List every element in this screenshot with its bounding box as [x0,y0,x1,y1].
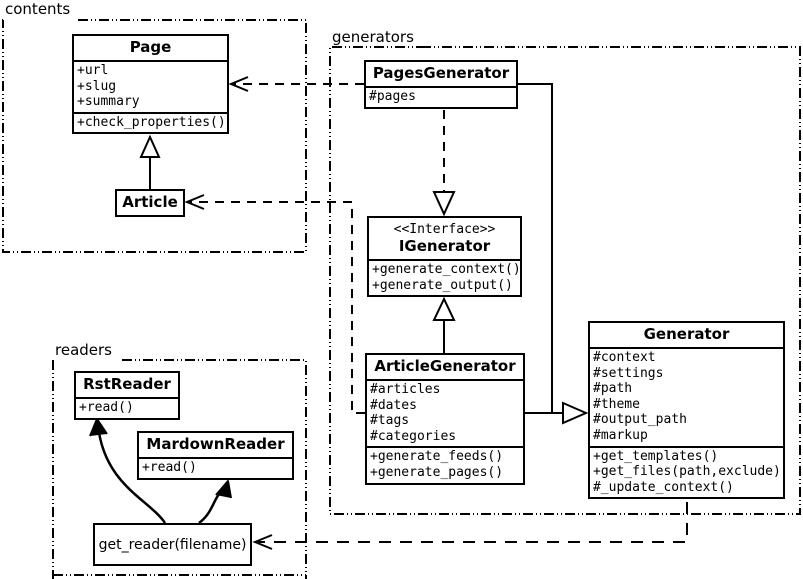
class-generator-attribute: #theme [593,396,640,412]
class-generator-title: Generator [643,325,730,343]
curve-getreader-to-mardownreader-arrowhead [215,480,232,499]
class-generator[interactable]: Generator #context #settings #path #them… [588,321,785,500]
class-rstreader[interactable]: RstReader +read() [74,371,180,420]
dependency-articlegenerator-to-article-arrowhead [184,194,205,210]
class-page-attribute: +summary [77,94,140,110]
class-page-attribute: +slug [77,78,117,94]
class-articlegenerator-method: +generate_pages() [370,464,504,480]
class-page-attributes: +url +slug +summary [74,60,227,112]
class-igenerator-method: +generate_context() [372,262,521,277]
generalization-article-to-page-triangle [139,134,161,158]
class-page-methods: +check_properties() [74,111,227,133]
class-articlegenerator-attributes: #articles #dates #tags #categories [367,379,523,446]
dependency-articlegenerator-to-article-line [190,201,365,414]
class-pagesgenerator-attribute: #pages [369,89,416,104]
class-rstreader-title: RstReader [83,375,171,393]
class-articlegenerator-attribute: #categories [370,428,457,444]
class-pagesgenerator-title: PagesGenerator [372,64,510,82]
class-generator-attribute: #settings [593,365,664,381]
class-generator-attribute: #context [593,350,656,365]
package-border-readers [52,359,307,579]
package-label-generators: generators [332,28,414,46]
association-to-generator-hollow-arrowhead [562,401,589,425]
class-igenerator-methods: +generate_context() +generate_output() [369,259,521,295]
class-rstreader-method: +read() [79,400,134,415]
class-page-method: +check_properties() [77,114,226,130]
dependency-generator-to-getreader-arrowhead [252,534,273,550]
class-rstreader-methods: +read() [76,397,178,418]
class-generator-method: #_update_context() [593,479,734,495]
generalization-articlegenerator-to-igenerator-triangle [432,296,456,321]
package-label-readers: readers [55,341,112,359]
package-border-generators [329,46,801,515]
class-pagesgenerator-attributes: #pages [366,86,516,107]
class-page-attribute: +url [77,63,109,78]
class-igenerator-stereotype: <<Interface>> [393,222,496,237]
package-label-contents: contents [5,0,71,18]
class-article[interactable]: Article [115,189,185,217]
class-mardownreader-methods: +read() [139,457,292,478]
class-generator-attribute: #path [593,381,633,397]
class-mardownreader-title: MardownReader [146,435,285,453]
association-pagesgenerator-to-generator-line [518,83,563,414]
class-page-title: Page [129,38,172,56]
class-articlegenerator-attribute: #tags [370,413,410,429]
class-generator-attribute: #output_path [593,412,687,428]
class-pagesgenerator[interactable]: PagesGenerator #pages [364,60,518,109]
class-articlegenerator[interactable]: ArticleGenerator #articles #dates #tags … [365,353,525,485]
class-igenerator-title: IGenerator [398,237,491,255]
class-igenerator-method: +generate_output() [372,277,513,293]
class-igenerator-header: <<Interface>> IGenerator [369,218,520,259]
class-articlegenerator-attribute: #dates [370,397,417,413]
class-articlegenerator-attribute: #articles [370,382,441,397]
class-articlegenerator-title: ArticleGenerator [374,357,516,375]
class-igenerator[interactable]: <<Interface>> IGenerator +generate_conte… [367,216,522,298]
function-get-reader-label: get_reader(filename) [98,536,247,553]
class-generator-method: +get_templates() [593,448,719,464]
class-mardownreader[interactable]: MardownReader +read() [137,431,294,480]
realization-pagesgenerator-to-igenerator-triangle [432,191,456,217]
class-mardownreader-method: +read() [142,460,197,475]
dependency-generator-to-getreader-line [258,502,688,543]
class-articlegenerator-methods: +generate_feeds() +generate_pages() [367,446,523,482]
class-generator-attributes: #context #settings #path #theme #output_… [590,347,783,446]
package-border-contents [2,19,307,253]
curve-getreader-to-rstreader-arrowhead [89,418,108,437]
class-page[interactable]: Page +url +slug +summary +check_properti… [72,34,229,135]
class-articlegenerator-method: +generate_feeds() [370,449,504,465]
class-generator-attribute: #markup [593,427,648,443]
class-generator-method: +get_files(path,exclude) [593,464,781,480]
class-generator-methods: +get_templates() +get_files(path,exclude… [590,445,783,498]
curve-getreader-to-rstreader-line [96,424,167,524]
dependency-pagesgenerator-to-page-arrowhead [228,76,249,92]
function-get-reader[interactable]: get_reader(filename) [93,523,252,566]
class-article-title: Article [122,193,178,211]
